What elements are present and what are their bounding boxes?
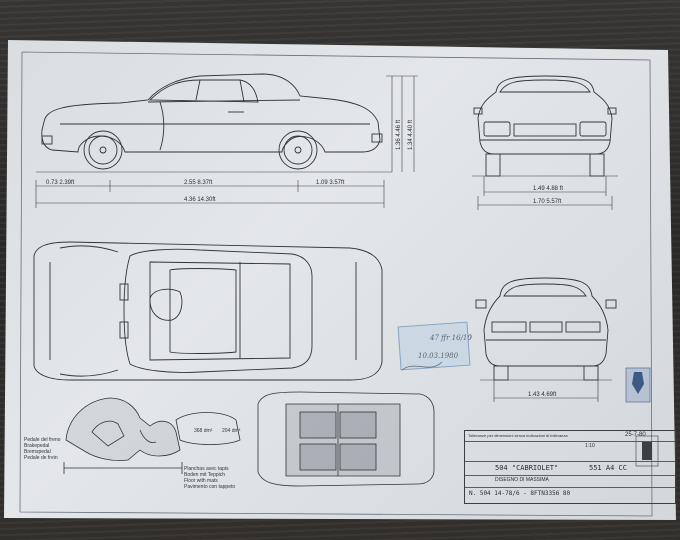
blueprint-sheet [4, 40, 676, 520]
dim-overall-width: 1.70 5.57ft [533, 199, 562, 205]
rear-view-car [475, 277, 617, 381]
title-block-drawing-ref: N. 504 14-78/6 - 8FTN3356 80 [469, 490, 571, 497]
dim-rear-overhang: 1.09 3.57ft [316, 180, 345, 186]
stamp-handwritten-note-1: 47 ffr 16/10 [429, 334, 472, 342]
title-block-scale: 1:10 [585, 443, 595, 449]
signature-scribble [401, 361, 443, 371]
rear-view-dimension-lines [480, 379, 612, 402]
title-block-model: 504 "CABRIOLET" [495, 464, 559, 472]
volume-label-1: 368 dm³ [194, 428, 213, 434]
dim-overall-length: 4.36 14.30ft [184, 197, 216, 203]
label-brake-en: Brakepedal [24, 443, 49, 449]
sheet-border [19, 51, 653, 517]
side-view-dimension-lines [35, 75, 418, 208]
approval-stamp [397, 321, 471, 371]
label-brake-it: Pedale del freno [24, 437, 61, 443]
title-block-seal-icon [635, 435, 659, 467]
dim-height-2: 1.34 4.40 ft [408, 120, 414, 150]
dim-wheelbase: 2.55 8.37ft [184, 180, 213, 186]
top-view-car [33, 241, 383, 381]
side-view-car [41, 73, 383, 170]
dim-front-overhang: 0.73 2.39ft [46, 180, 75, 186]
label-floor-en: Floor with mats [184, 478, 218, 484]
front-view-car [473, 75, 617, 177]
stamp-handwritten-note-2: 10.03.1980 [418, 352, 459, 360]
dim-front-track: 1.49 4.88 ft [533, 186, 563, 192]
title-block-subtitle: DISEGNO DI MASSIMA [495, 477, 549, 483]
dim-height-1: 1.36 4.46 ft [396, 120, 402, 150]
front-view-dimension-lines [472, 175, 618, 210]
pininfarina-logo-icon [625, 367, 651, 403]
title-block-number: 551 A4 CC [589, 464, 627, 472]
label-brake-fr: Pedale de frein [24, 455, 58, 461]
label-floor-it: Pavimento con tappeto [184, 484, 235, 490]
label-floor-de: Boden mit Teppich [184, 472, 225, 478]
title-block-header: Tolleranze per dimensioni senza indicazi… [468, 433, 568, 438]
label-brake-de: Bremspedal [24, 449, 51, 455]
dim-rear-track: 1.43 4.69ft [528, 392, 557, 398]
title-block: Tolleranze per dimensioni senza indicazi… [464, 430, 676, 504]
volume-label-2: 204 dm³ [222, 428, 241, 434]
label-floor-fr: Planchas avec tapis [184, 466, 229, 472]
title-block-date: 25-7-80 [625, 432, 646, 438]
interior-section-detail [63, 397, 241, 474]
cutaway-top-view [257, 391, 435, 487]
